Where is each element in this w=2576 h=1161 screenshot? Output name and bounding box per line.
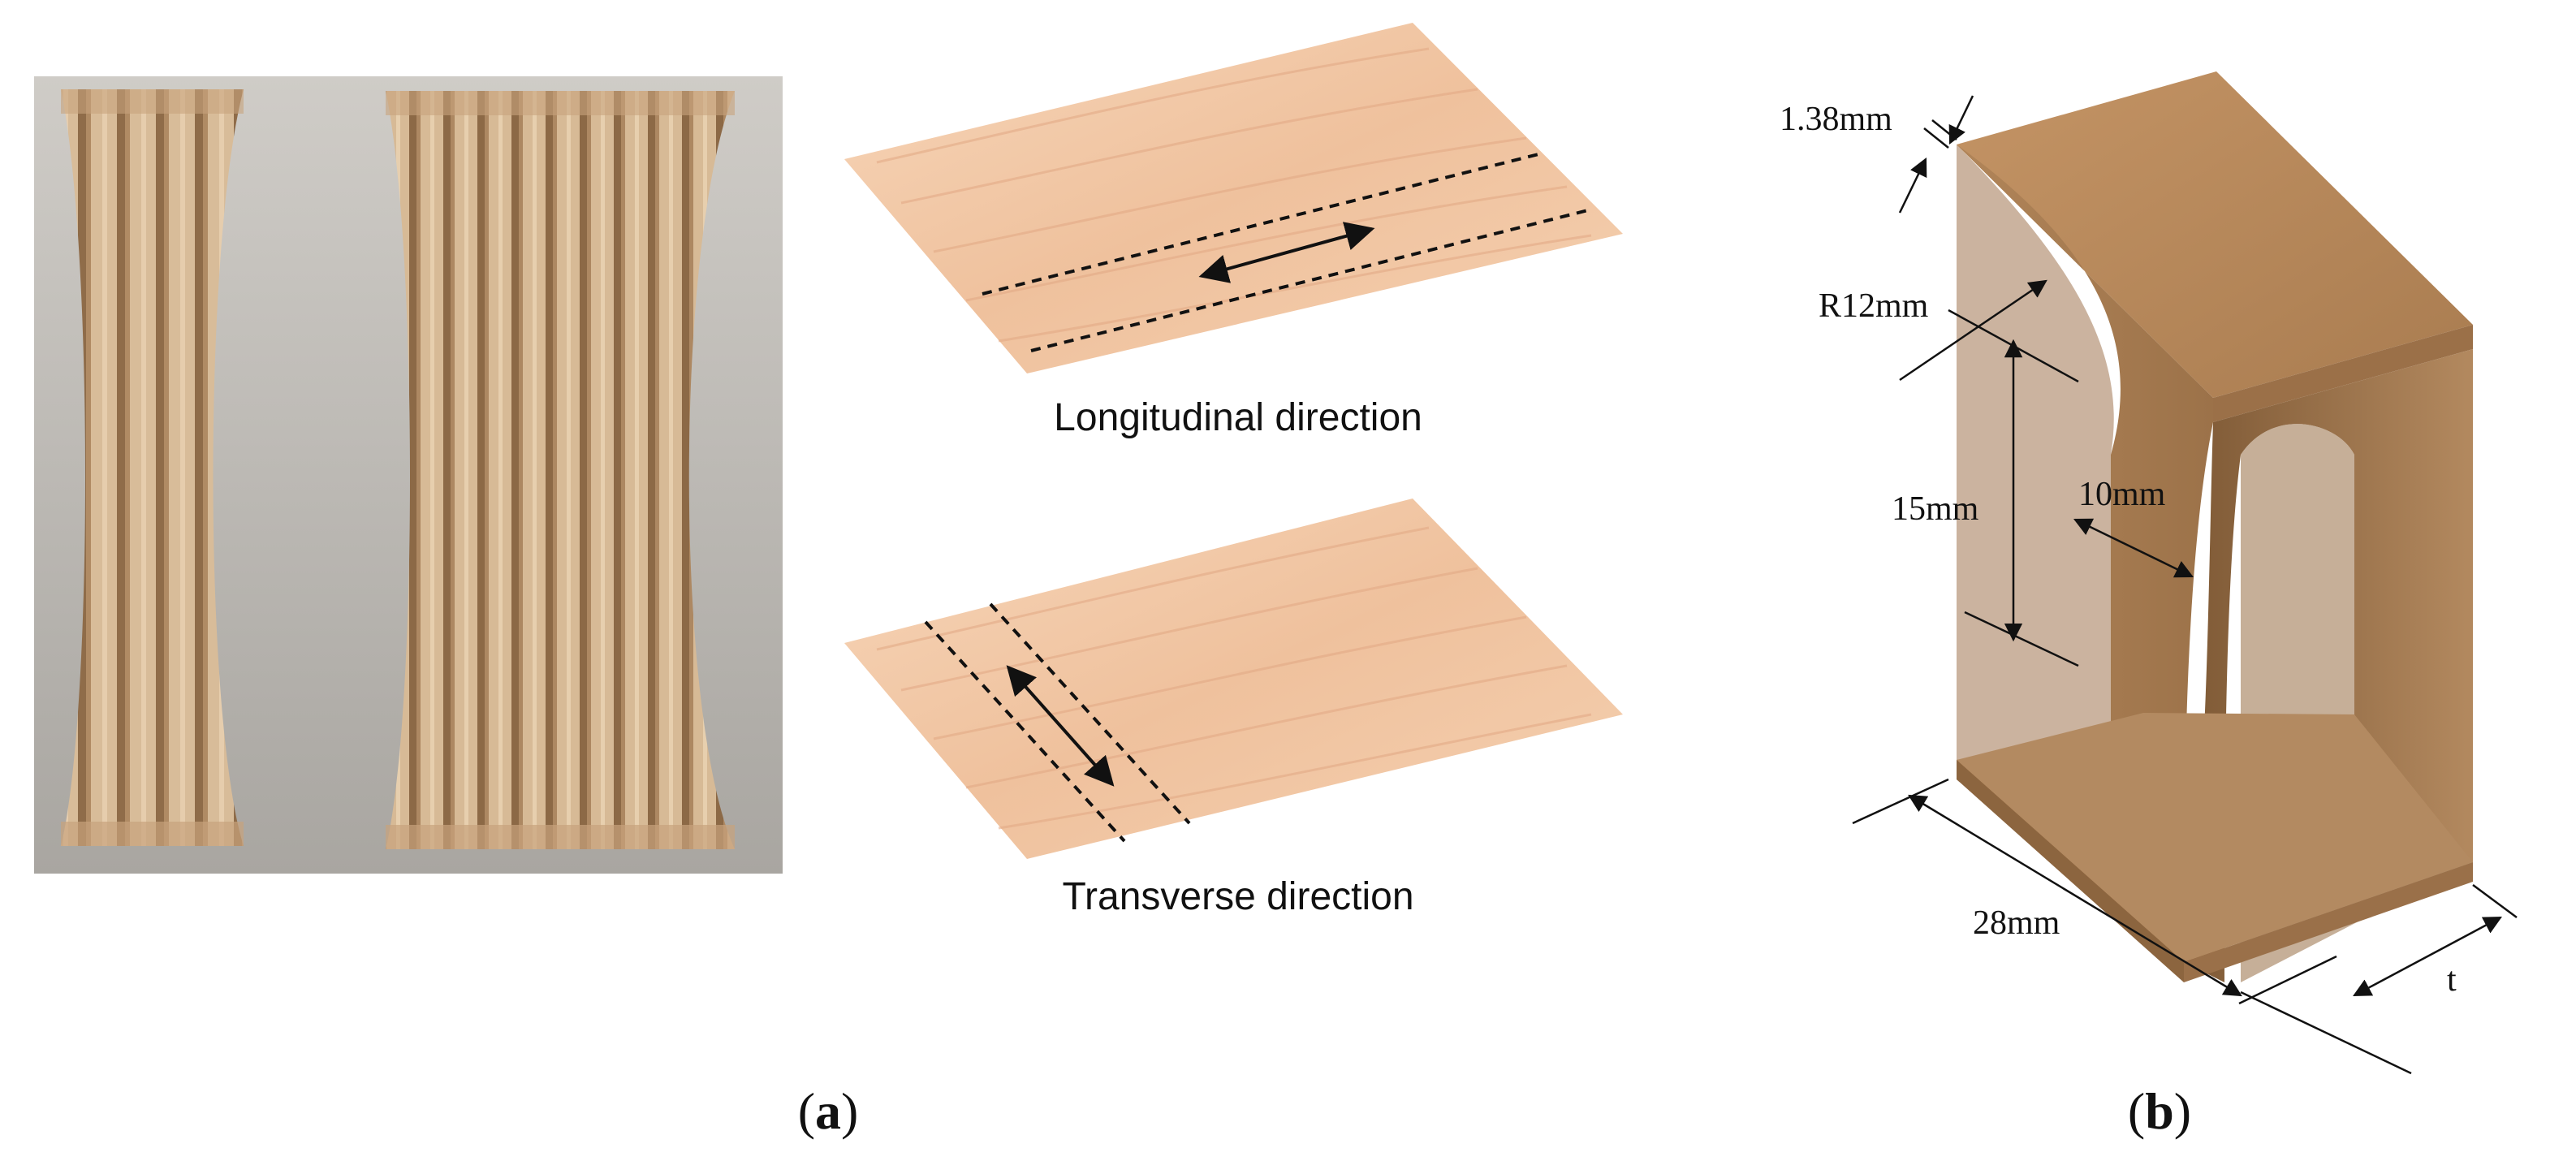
panel-label-a: (a) [798, 1082, 859, 1140]
dim-label-gauge-length: 15mm [1892, 490, 1979, 528]
cut-line-transverse-right [989, 602, 1191, 825]
veneer-transverse: Transverse direction [844, 498, 1623, 918]
cut-line-transverse-left [924, 620, 1126, 843]
specimen-photo [34, 76, 783, 874]
dimension-arrow-icon [2353, 916, 2502, 997]
dim-label-web-width: 10mm [2078, 476, 2166, 513]
dimension-arrow-icon [2073, 518, 2194, 578]
photo-specimen-narrow [61, 89, 244, 846]
right-recess [2184, 349, 2473, 982]
photo-specimen-wide [386, 91, 735, 849]
dimension-arrow-icon [1898, 157, 1927, 214]
dim-label-flange-thickness: 1.38mm [1780, 101, 1892, 138]
veneer-longitudinal: Longitudinal direction [844, 23, 1623, 439]
left-shoulder [1957, 145, 2114, 760]
top-flange-top-face [1957, 71, 2473, 398]
top-flange-edge [2213, 325, 2473, 422]
dimension-lines [1852, 95, 2518, 1075]
dimension-labels: 1.38mm R12mm 15mm 10mm 28mm t [1780, 101, 2457, 999]
specimen-diagram [1957, 71, 2473, 982]
veneer-sheet-transverse [844, 498, 1623, 859]
caption-transverse: Transverse direction [1062, 875, 1413, 918]
dimension-arrow-icon [1948, 95, 1974, 145]
dim-label-total-width: 28mm [1973, 904, 2060, 942]
dimension-arrow-icon [1899, 279, 2047, 382]
caption-longitudinal: Longitudinal direction [1054, 396, 1422, 439]
bottom-flange-side-edge [2184, 862, 2473, 982]
dimension-arrow-icon [1908, 794, 2242, 997]
dim-label-thickness: t [2447, 961, 2457, 999]
cut-line-longitudinal-lower [1030, 208, 1592, 352]
double-headed-arrow-icon [1006, 665, 1115, 787]
cut-line-longitudinal-upper [982, 153, 1539, 296]
veneer-sheet-longitudinal [844, 23, 1623, 373]
double-headed-arrow-icon [1198, 222, 1375, 283]
dim-label-fillet-radius: R12mm [1819, 287, 1929, 325]
panel-label-b: (b) [2128, 1082, 2191, 1140]
